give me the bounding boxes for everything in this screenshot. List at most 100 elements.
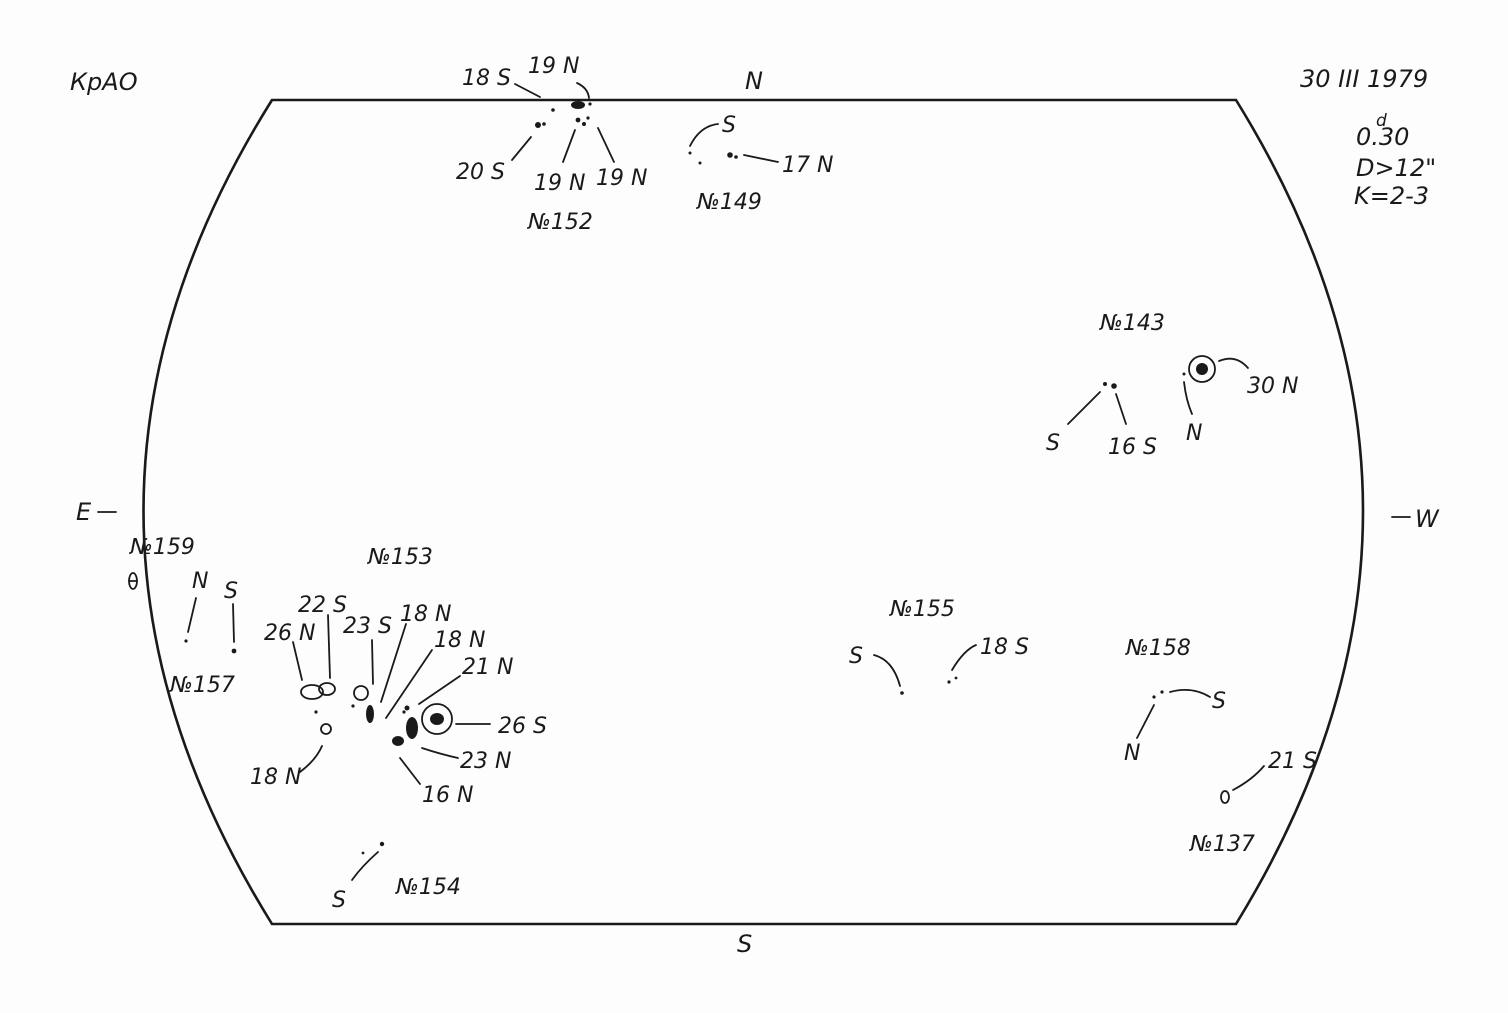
spot: [351, 704, 355, 708]
group-159: №159: [128, 535, 195, 590]
spot: [734, 155, 738, 159]
spot: [318, 682, 336, 696]
group-number-159: №159: [129, 535, 195, 560]
spot: [361, 851, 365, 855]
spot: [900, 691, 904, 695]
spot-penumbra: [421, 703, 453, 735]
label-143-s: S: [1046, 431, 1060, 456]
group-154: S №154: [332, 841, 461, 913]
label-155-s: S: [849, 644, 863, 669]
group-158: №158 S N: [1124, 636, 1226, 766]
observatory-label: КрАО: [70, 68, 138, 96]
spot: [947, 680, 951, 684]
spot: [1220, 790, 1230, 804]
spot: [314, 710, 318, 714]
spot: [575, 117, 581, 123]
time-label: 0.30: [1356, 123, 1409, 151]
spot: [688, 151, 692, 155]
spot: [571, 101, 585, 109]
spot: [954, 676, 958, 680]
group-number-154: №154: [395, 875, 461, 900]
label-17n: 17 N: [782, 153, 833, 178]
group-number-153: №153: [367, 545, 433, 570]
label-157-n: N: [192, 569, 208, 594]
label-158-s: S: [1212, 689, 1226, 714]
spot-umbra: [430, 713, 444, 725]
spot: [184, 639, 188, 643]
spot: [402, 710, 406, 714]
spot: [320, 723, 332, 735]
label-155-18s: 18 S: [980, 635, 1029, 660]
label-21n: 21 N: [462, 655, 513, 680]
label-23n: 23 N: [460, 749, 511, 774]
spot: [588, 102, 592, 106]
disk-frame: [97, 98, 1411, 926]
group-number-152: №152: [527, 210, 593, 235]
spot: [406, 717, 418, 739]
label-21s: 21 S: [1268, 749, 1317, 774]
spot: [1103, 382, 1107, 386]
time-unit-label: d: [1376, 111, 1387, 131]
spot: [379, 841, 385, 847]
spot: [1182, 372, 1186, 376]
spot: [1152, 695, 1156, 699]
spot: [392, 736, 404, 746]
spot: [300, 684, 324, 700]
label-18s: 18 S: [462, 66, 511, 91]
k-value-label: K=2-3: [1354, 182, 1429, 210]
label-19n-mid: 19 N: [534, 171, 585, 196]
spot: [231, 648, 237, 654]
diameter-label: D>12": [1356, 154, 1436, 182]
label-23s: 23 S: [343, 614, 392, 639]
group-153: №153 22 S 26 N 23 S 18 N 18 N 21 N 26 S …: [250, 545, 547, 808]
spot: [586, 116, 590, 120]
group-number-137: №137: [1189, 832, 1255, 857]
group-137: 21 S №137: [1189, 749, 1317, 857]
label-22s: 22 S: [298, 593, 347, 618]
label-18n-a: 18 N: [400, 602, 451, 627]
spot-umbra: [1196, 363, 1208, 375]
west-label: W: [1415, 505, 1440, 533]
group-number-157: №157: [169, 673, 235, 698]
label-20s: 20 S: [456, 160, 505, 185]
label-26s: 26 S: [498, 714, 547, 739]
label-19n-top: 19 N: [528, 54, 579, 79]
label-16n: 16 N: [422, 783, 473, 808]
group-number-155: №155: [889, 597, 955, 622]
spot: [582, 122, 586, 126]
date-label: 30 III 1979: [1300, 65, 1428, 93]
south-label: S: [737, 930, 752, 958]
label-143-n: N: [1186, 421, 1202, 446]
group-number-149: №149: [696, 190, 762, 215]
spot: [1160, 690, 1164, 694]
spot: [551, 108, 555, 112]
spot: [542, 122, 546, 126]
label-149-s: S: [722, 113, 736, 138]
label-26n: 26 N: [264, 621, 315, 646]
group-143: №143 30 N S 16 S N: [1046, 311, 1298, 460]
label-30n: 30 N: [1247, 374, 1298, 399]
group-155: №155 S 18 S: [849, 597, 1029, 695]
label-18n-b: 18 N: [434, 628, 485, 653]
east-label: E: [76, 498, 92, 526]
spot: [353, 685, 369, 701]
group-number-143: №143: [1099, 311, 1165, 336]
label-158-n: N: [1124, 741, 1140, 766]
group-152: 18 S 19 N 20 S 19 N 19 N №152: [456, 54, 647, 235]
label-16s: 16 S: [1108, 435, 1157, 460]
spot: [404, 705, 410, 711]
group-157: N S №157: [169, 569, 238, 698]
label-19n-right: 19 N: [596, 166, 647, 191]
spot-penumbra: [1188, 355, 1216, 383]
group-number-158: №158: [1125, 636, 1191, 661]
north-label: N: [745, 67, 763, 95]
label-157-s: S: [224, 579, 238, 604]
spot: [727, 152, 733, 158]
group-149: S 17 N №149: [688, 113, 833, 215]
label-154-s: S: [332, 888, 346, 913]
spot: [698, 161, 702, 165]
spot: [1111, 383, 1117, 389]
spot: [535, 122, 541, 128]
label-18n-c: 18 N: [250, 765, 301, 790]
